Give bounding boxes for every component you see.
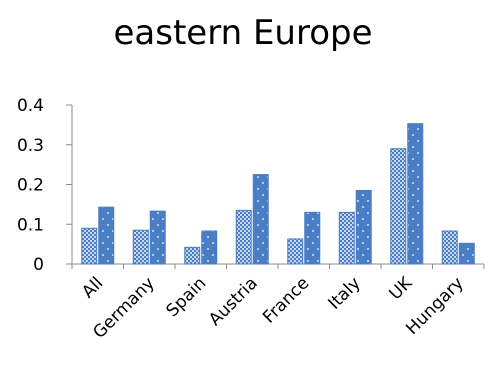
y-tick-label: 0.2 — [17, 176, 44, 196]
x-tick-label-spain: Spain — [163, 273, 211, 321]
y-axis: 0 0.1 0.2 0.3 0.4 — [17, 96, 73, 275]
x-tick-label-hungary: Hungary — [402, 273, 467, 338]
bar-france-series-2 — [304, 211, 321, 265]
x-tick-label-all: All — [78, 273, 107, 302]
bars — [81, 123, 475, 265]
bar-uk-series-2 — [407, 123, 424, 265]
y-tick-label: 0.3 — [17, 136, 44, 156]
bar-spain-series-2 — [201, 230, 218, 265]
bar-all-series-2 — [98, 206, 115, 265]
y-tick-label: 0 — [33, 255, 44, 275]
x-tick-label-italy: Italy — [325, 273, 365, 313]
bar-france-series-1 — [287, 238, 304, 265]
chart-title: eastern Europe — [113, 13, 372, 53]
bar-austria-series-1 — [235, 209, 252, 265]
bar-spain-series-1 — [184, 246, 201, 265]
x-tick-label-france: France — [259, 273, 313, 327]
bar-uk-series-1 — [390, 148, 407, 265]
x-tick-label-uk: UK — [385, 273, 416, 304]
bar-germany-series-2 — [149, 210, 166, 265]
bar-italy-series-2 — [355, 189, 372, 265]
bar-germany-series-1 — [132, 229, 149, 265]
bar-italy-series-1 — [338, 211, 355, 265]
bar-austria-series-2 — [252, 174, 269, 265]
bar-hungary-series-1 — [441, 230, 458, 265]
y-tick-label: 0.4 — [17, 96, 44, 116]
y-tick-label: 0.1 — [17, 215, 44, 235]
x-tick-label-austria: Austria — [205, 273, 262, 330]
bar-all-series-1 — [81, 227, 98, 265]
bar-hungary-series-2 — [458, 242, 475, 265]
